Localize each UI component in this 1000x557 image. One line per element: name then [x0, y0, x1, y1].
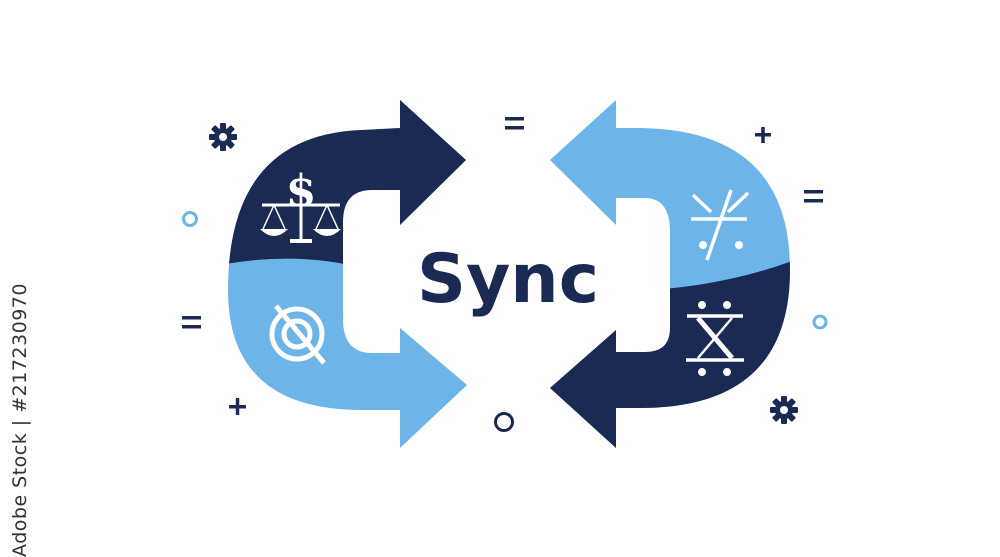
gear-icon — [770, 396, 798, 424]
circle-icon — [182, 211, 198, 227]
equals-icon — [182, 316, 201, 329]
plus-icon — [229, 398, 246, 415]
gear-icon — [209, 123, 237, 151]
circle-icon — [494, 412, 514, 432]
equals-icon — [804, 190, 823, 203]
target-prohibited-icon — [269, 304, 326, 365]
sync-title: Sync — [417, 240, 599, 319]
equals-icon — [505, 117, 524, 130]
circle-icon — [812, 314, 828, 330]
stock-id-label: Adobe Stock | #217230970 — [4, 283, 36, 557]
stock-id-text: Adobe Stock | #217230970 — [9, 283, 32, 557]
plus-icon — [755, 127, 771, 143]
multiply-dots-icon — [686, 301, 744, 376]
justice-scale-dollar-icon: $ — [260, 166, 341, 243]
yen-fraction-icon — [691, 189, 750, 261]
